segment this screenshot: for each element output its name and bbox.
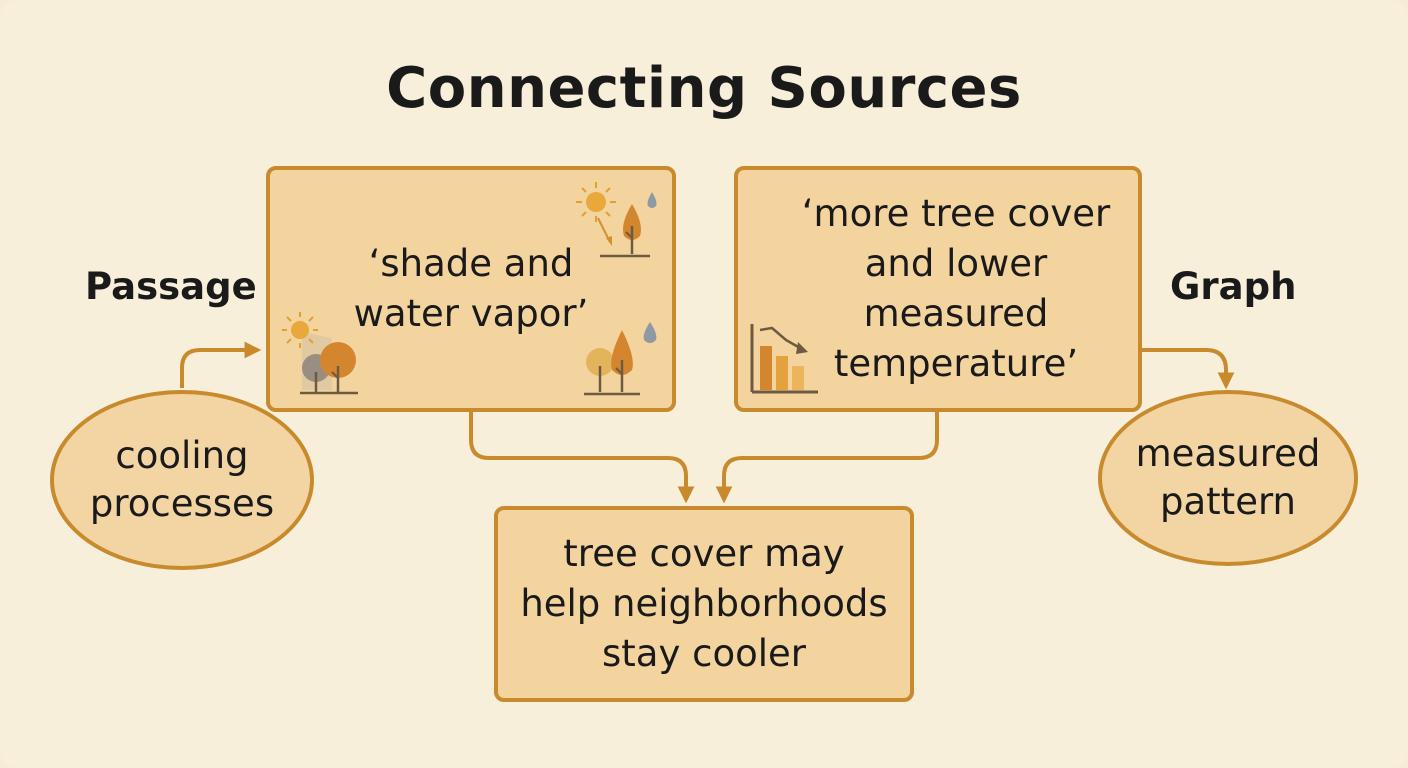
passage-quote-text: ‘shade and water vapor’ bbox=[353, 242, 589, 335]
cooling-processes-text: cooling processes bbox=[89, 434, 275, 525]
measured-pattern-ellipse: measured pattern bbox=[1098, 390, 1358, 566]
diagram-title: Connecting Sources bbox=[386, 56, 1022, 121]
passage-label: Passage bbox=[85, 265, 257, 308]
arrow-cooling-to-passage bbox=[180, 341, 262, 388]
sun-trees-icon bbox=[282, 312, 358, 395]
graph-quote-text: ‘more tree cover and lower measured temp… bbox=[801, 192, 1111, 385]
arrow-graph-to-conclusion bbox=[715, 412, 939, 504]
trees-drop-icon bbox=[584, 322, 657, 396]
conclusion-box: tree cover may help neighborhoods stay c… bbox=[494, 506, 914, 702]
passage-quote-box: ‘shade and water vapor’ bbox=[266, 166, 676, 412]
bar-chart-down-icon bbox=[750, 324, 818, 394]
conclusion-text: tree cover may help neighborhoods stay c… bbox=[520, 532, 888, 675]
arrow-graph-to-measured bbox=[1142, 348, 1235, 390]
cooling-processes-ellipse: cooling processes bbox=[50, 390, 314, 570]
sun-tree-drop-icon bbox=[576, 182, 657, 258]
measured-pattern-text: measured pattern bbox=[1135, 432, 1321, 523]
graph-label: Graph bbox=[1170, 265, 1297, 308]
arrow-passage-to-conclusion bbox=[469, 412, 695, 504]
